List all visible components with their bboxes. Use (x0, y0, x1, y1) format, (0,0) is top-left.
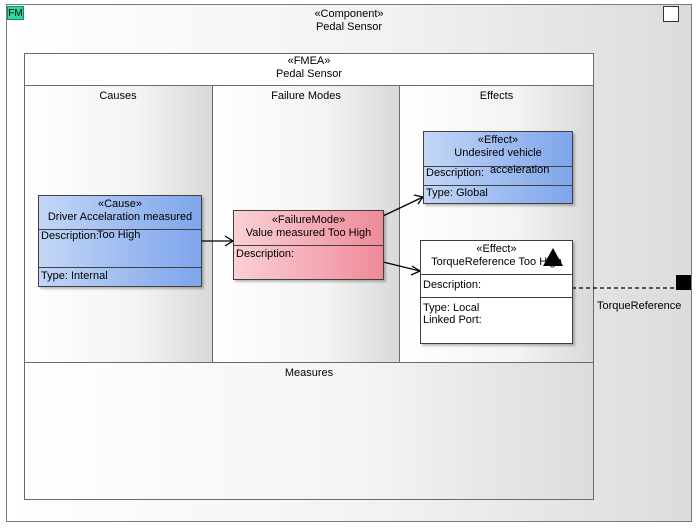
failure-mode-description: Description: (234, 245, 383, 279)
effect1-description: Description: (426, 167, 485, 179)
effect2-type: Type: Local (423, 302, 480, 314)
cause-name-line1: Driver Accelaration measured (47, 211, 193, 223)
effect2-linked-port: Linked Port: (423, 314, 482, 326)
causes-header: Causes (99, 90, 137, 102)
measures-header: Measures (284, 367, 334, 379)
effect2-details: Type: Local Linked Port: (421, 297, 572, 343)
cause-name-line2: Too High (97, 229, 141, 241)
failure-to-effect2-connector (382, 261, 421, 272)
warning-triangle-icon (543, 248, 563, 266)
effect2-stereotype: «Effect» (476, 243, 517, 255)
failure-mode-stereotype: «FailureMode» (271, 214, 346, 226)
component-stereotype: «Component» (314, 8, 384, 20)
cause-type: Type: Internal (39, 267, 201, 286)
cause-stereotype: «Cause» (97, 198, 143, 210)
failure-mode-name: Value measured Too High (245, 227, 372, 239)
effect1-description-section: Description: acceleration (424, 164, 572, 185)
effects-header: Effects (479, 90, 514, 102)
effect1-name-line1: Undesired vehicle (454, 147, 542, 159)
cause-element[interactable]: «Cause» Driver Accelaration measured Des… (38, 195, 202, 287)
effect1-title: «Effect» Undesired vehicle (424, 132, 572, 166)
cause-title: «Cause» Driver Accelaration measured (39, 196, 201, 229)
failure-mode-element[interactable]: «FailureMode» Value measured Too High De… (233, 210, 384, 280)
fmea-name: Pedal Sensor (275, 68, 343, 80)
effect1-stereotype: «Effect» (477, 134, 519, 146)
component-corner-box[interactable] (663, 6, 679, 22)
effect2-name-line1: TorqueReference Too High (431, 256, 562, 268)
effect2-description: Description: (421, 274, 572, 297)
cause-description-section: Description: Too High (39, 229, 201, 267)
failure-mode-title: «FailureMode» Value measured Too High (234, 211, 383, 245)
failure-to-effect1-connector (382, 196, 424, 217)
fm-badge: FM (7, 6, 24, 20)
effect1-type: Type: Global (424, 185, 572, 203)
component-title: «Component» Pedal Sensor (6, 8, 692, 34)
effect1-name-line2: acceleration (490, 164, 550, 176)
cause-description: Description: (41, 230, 100, 242)
fmea-header: «FMEA» Pedal Sensor (24, 53, 594, 86)
torque-reference-port[interactable] (676, 275, 691, 290)
fmea-stereotype: «FMEA» (287, 55, 331, 67)
effect-torque-reference[interactable]: «Effect» TorqueReference Too High Descri… (420, 240, 573, 344)
fmea-frame[interactable] (24, 53, 594, 500)
failure-modes-header: Failure Modes (271, 90, 341, 102)
port-label: TorqueReference (597, 300, 682, 312)
component-name: Pedal Sensor (315, 21, 383, 33)
effect-undesired-acceleration[interactable]: «Effect» Undesired vehicle Description: … (423, 131, 573, 204)
measures-section: Measures (24, 362, 594, 500)
effect2-title: «Effect» TorqueReference Too High (421, 241, 572, 274)
